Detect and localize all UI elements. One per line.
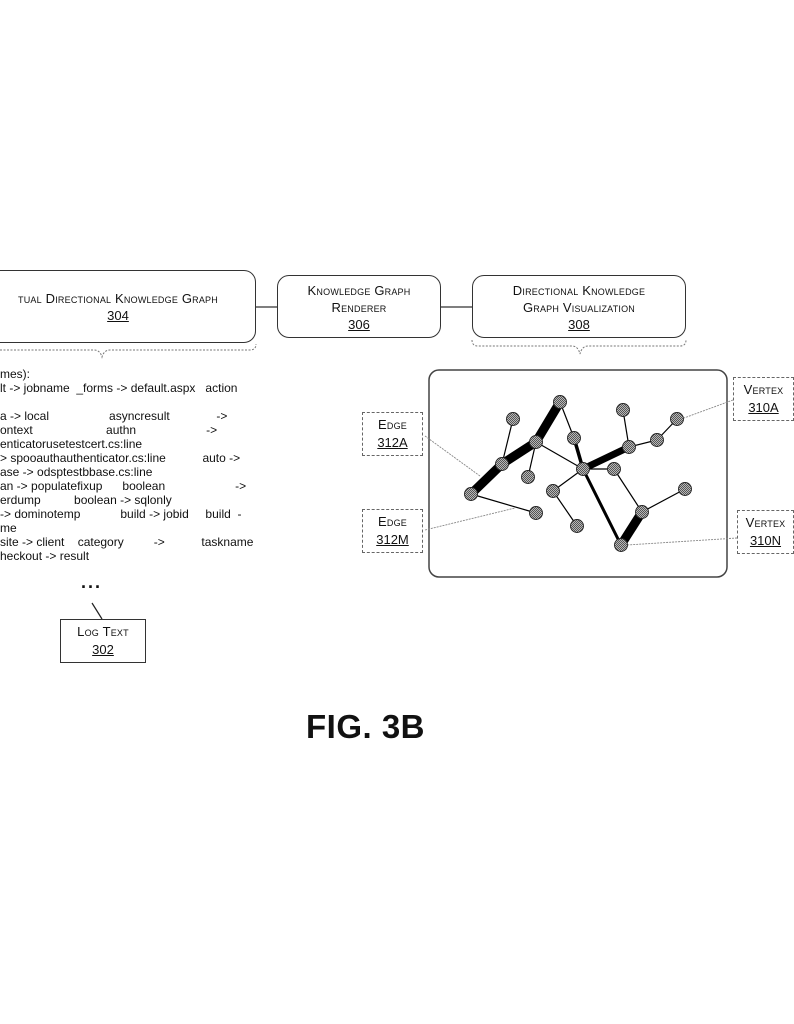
log-pointer-line <box>91 602 103 620</box>
renderer-title-1: Knowledge Graph <box>307 283 411 298</box>
graph-edge-heavy <box>466 459 507 499</box>
graph-vertex <box>529 435 543 449</box>
graph-edge <box>552 490 578 527</box>
log-line: mes): <box>0 367 30 381</box>
knowledge-graph-box: tual Directional Knowledge Graph 304 <box>0 270 256 343</box>
graph-vertex <box>607 462 621 476</box>
visualization-title-1: Directional Knowledge <box>512 283 646 298</box>
graph-vertex <box>670 412 684 426</box>
graph-vertex <box>553 395 567 409</box>
log-line: ase -> odsptestbbase.cs:line <box>0 465 153 479</box>
graph-vertex <box>570 519 584 533</box>
graph-vertex <box>506 412 520 426</box>
callout-edge-312a-ref: 312A <box>377 435 408 450</box>
callout-edge-312m-label: Edge <box>378 514 407 529</box>
log-line: > spooauthauthenticator.cs:line auto -> <box>0 451 241 465</box>
renderer-box: Knowledge Graph Renderer 306 <box>277 275 441 338</box>
graph-vertex <box>650 433 664 447</box>
callout-edge-312m: Edge 312M <box>362 509 423 553</box>
graph-edge <box>470 493 537 514</box>
knowledge-graph-ref: 304 <box>107 308 129 323</box>
log-line: lt -> jobname _forms -> default.aspx act… <box>0 381 238 395</box>
graph-edge <box>501 418 514 465</box>
graph-vertex <box>567 431 581 445</box>
graph-edge <box>641 488 686 513</box>
visualization-box: Directional Knowledge Graph Visualizatio… <box>472 275 686 338</box>
log-ellipsis: ... <box>81 572 103 592</box>
log-line: an -> populatefixup boolean -> <box>0 479 247 493</box>
graph-edge <box>581 467 623 547</box>
knowledge-graph-title: tual Directional Knowledge Graph <box>18 291 218 306</box>
log-line: ontext authn -> <box>0 423 218 437</box>
graph-vertex <box>521 470 535 484</box>
leader-edge-312a <box>424 435 481 477</box>
graph-edge-heavy <box>579 443 633 473</box>
log-line: heckout -> result <box>0 549 90 563</box>
leader-vertex-310n <box>626 537 738 546</box>
figure-label: FIG. 3B <box>306 708 426 745</box>
callout-edge-312m-ref: 312M <box>376 532 409 547</box>
callout-vertex-310n-ref: 310N <box>749 533 782 548</box>
graph-vertex <box>529 506 543 520</box>
graph-vertex <box>576 462 590 476</box>
callout-vertex-310a-label: Vertex <box>743 382 784 397</box>
callout-edge-312a-label: Edge <box>378 417 407 432</box>
brace-graph <box>0 343 257 359</box>
renderer-title-2: Renderer <box>331 300 387 315</box>
brace-visualization <box>471 339 687 355</box>
graph-vertex <box>614 538 628 552</box>
log-line: site -> client category -> taskname <box>0 535 254 549</box>
graph-vertex <box>464 487 478 501</box>
leader-vertex-310a <box>683 399 734 419</box>
callout-vertex-310a-ref: 310A <box>748 400 779 415</box>
renderer-ref: 306 <box>348 317 370 332</box>
log-line: me <box>0 521 17 535</box>
log-text-box: Log Text 302 <box>60 619 146 663</box>
log-text-label: Log Text <box>77 624 129 639</box>
log-line: enticatorusetestcert.cs:line <box>0 437 143 451</box>
log-line: -> dominotemp build -> jobid build - <box>0 507 242 521</box>
visualization-title-2: Graph Visualization <box>522 300 636 315</box>
graph-edge-heavy <box>531 397 565 447</box>
graph-edge <box>613 468 643 513</box>
callout-vertex-310a: Vertex 310A <box>733 377 794 421</box>
graph-vertex <box>495 457 509 471</box>
graph-vertex <box>635 505 649 519</box>
graph-vertex <box>616 403 630 417</box>
graph-vertex <box>678 482 692 496</box>
visualization-ref: 308 <box>568 317 590 332</box>
callout-vertex-310n: Vertex 310N <box>737 510 794 554</box>
graph-vertex <box>622 440 636 454</box>
graph-vertex <box>546 484 560 498</box>
leader-edge-312m <box>424 507 516 531</box>
log-line: a -> local asyncresult -> <box>0 409 228 423</box>
log-line: erdump boolean -> sqlonly <box>0 493 172 507</box>
callout-vertex-310n-label: Vertex <box>745 515 786 530</box>
log-text-ref: 302 <box>92 642 114 657</box>
callout-edge-312a: Edge 312A <box>362 412 423 456</box>
graph-edge <box>535 441 584 470</box>
